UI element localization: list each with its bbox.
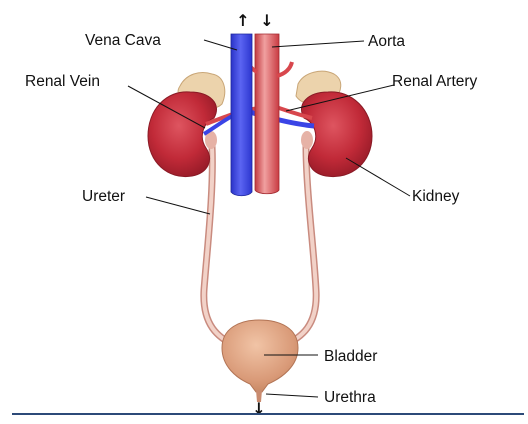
- leader-urethra: [265, 393, 319, 398]
- footer-divider: [12, 413, 524, 415]
- left-renal-pelvis: [205, 131, 217, 149]
- urethra-out-arrow: ↓: [252, 399, 265, 418]
- label-renal-vein: Renal Vein: [25, 73, 100, 90]
- label-bladder: Bladder: [324, 348, 377, 365]
- aorta-branch-right: [276, 61, 294, 78]
- leader-vena-cava: [203, 39, 238, 51]
- vena-cava: [230, 33, 253, 197]
- bladder: [221, 319, 299, 393]
- label-kidney: Kidney: [412, 188, 460, 205]
- flow-down-arrow: ↓: [260, 11, 273, 30]
- urethra: [256, 390, 262, 402]
- label-ureter: Ureter: [82, 188, 125, 205]
- label-vena-cava: Vena Cava: [85, 32, 161, 49]
- label-aorta: Aorta: [368, 33, 405, 50]
- right-renal-pelvis: [301, 131, 313, 149]
- leader-kidney: [345, 157, 411, 197]
- leader-renal-vein: [127, 85, 206, 129]
- flow-up-arrow: ↑: [236, 11, 249, 30]
- aorta: [254, 33, 280, 195]
- right-ureter-inner: [280, 144, 319, 348]
- left-ureter-inner: [201, 144, 238, 348]
- left-kidney: [147, 91, 217, 178]
- leader-renal-artery: [285, 84, 395, 112]
- leader-aorta: [271, 40, 365, 48]
- label-urethra: Urethra: [324, 389, 376, 406]
- label-renal-artery: Renal Artery: [392, 73, 478, 90]
- leader-ureter: [145, 196, 211, 215]
